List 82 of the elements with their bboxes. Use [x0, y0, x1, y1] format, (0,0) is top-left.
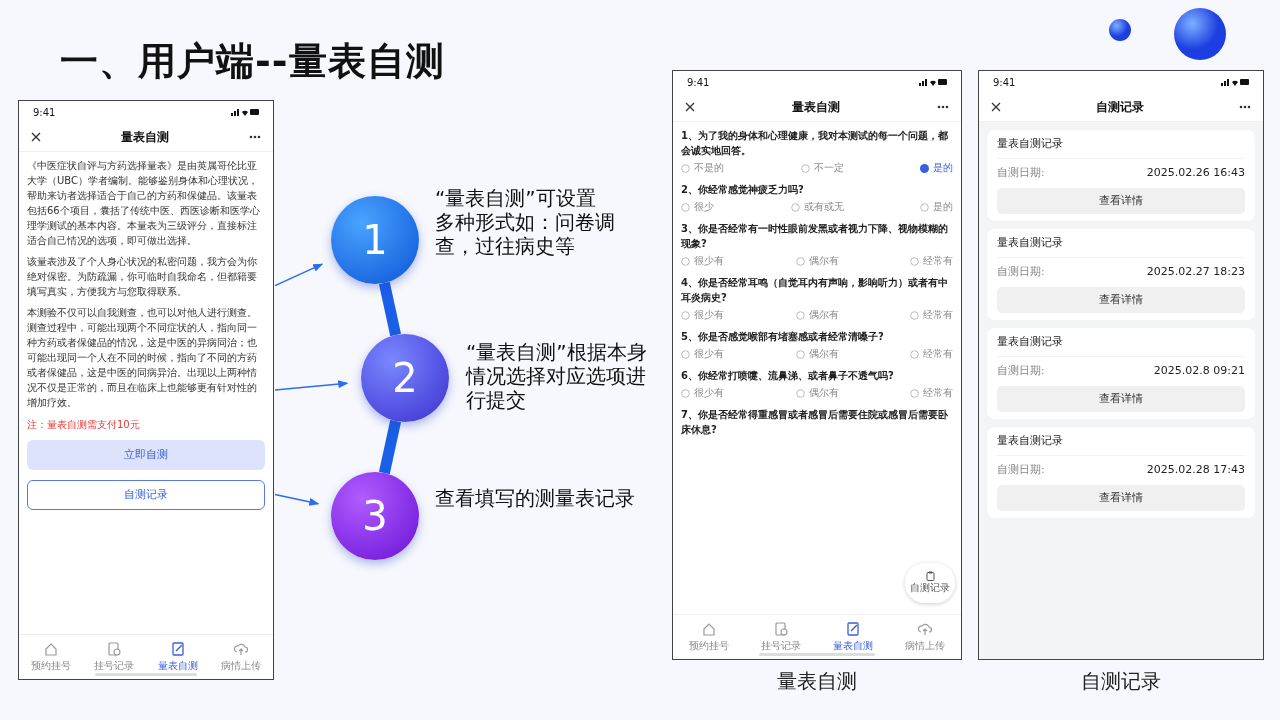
step-description: “量表自测”根据本身情况选择对应选项进行提交: [466, 340, 648, 412]
screen-title: 自测记录: [1096, 98, 1144, 116]
arrow: [274, 263, 324, 287]
step-description: “量表自测”可设置多种形式如：问卷调查，过往病史等: [435, 186, 615, 258]
tab-label: 预约挂号: [30, 659, 71, 673]
radio-option: 经常有: [910, 386, 953, 400]
view-details-button: 查看详情: [997, 485, 1245, 511]
card-title: 量表自测记录: [997, 434, 1245, 456]
view-details-button: 查看详情: [997, 188, 1245, 214]
date-value: 2025.02.26 16:43: [1146, 166, 1245, 180]
phone-screenshot: [18, 100, 274, 680]
radio-option: 经常有: [910, 308, 953, 322]
screen-caption: 自测记录: [1080, 668, 1162, 695]
slide-title: 一、用户端--量表自测: [60, 38, 445, 85]
start-test-button: 立即自测: [27, 440, 265, 470]
question-text: 5、你是否感觉喉部有堵塞感或者经常清嗓子?: [681, 330, 885, 344]
radio-option: 经常有: [910, 254, 953, 268]
question-text: 4、你是否经常耳鸣（自觉耳内有声响，影响听力）或者有中耳炎病史?: [681, 276, 949, 305]
tab-label: 挂号记录: [94, 659, 135, 673]
radio-option: 很少有: [681, 347, 724, 361]
radio-option: 不是的: [681, 161, 724, 175]
step-circle: [331, 472, 419, 560]
screen-title: 量表自测: [121, 128, 169, 146]
date-value: 2025.02.8 09:21: [1153, 364, 1245, 378]
note-text: 注：量表自测需支付10元: [27, 418, 141, 432]
question-text: 6、你经常打喷嚏、流鼻涕、或者鼻子不透气吗?: [681, 369, 895, 383]
floating-records-button: 自测记录: [905, 563, 955, 603]
question-text: 2、你经常感觉神疲乏力吗?: [681, 183, 805, 197]
tab-label: 病情上传: [221, 659, 262, 673]
view-details-button: 查看详情: [997, 287, 1245, 313]
arrow: [274, 380, 349, 391]
status-time: 9:41: [993, 76, 1016, 88]
question-text: 1、为了我的身体和心理健康，我对本测试的每一个问题，都会诚实地回答。: [681, 129, 949, 158]
date-label: 自测日期:: [997, 166, 1045, 180]
step-circle: [331, 196, 419, 284]
view-details-button: 查看详情: [997, 386, 1245, 412]
step-description: 查看填写的测量表记录: [435, 486, 635, 510]
step-circle: [361, 334, 449, 422]
card-title: 量表自测记录: [997, 137, 1245, 159]
card-title: 量表自测记录: [997, 236, 1245, 258]
screen-caption: 量表自测: [776, 668, 858, 695]
tab-label: 量表自测: [833, 639, 873, 653]
tab-label: 挂号记录: [761, 639, 801, 653]
radio-option: 或有或无: [790, 200, 844, 214]
radio-option: 很少: [681, 200, 714, 214]
question-text: 7、你是否经常得重感冒或者感冒后需要住院或感冒后需要卧床休息?: [681, 408, 949, 437]
screen-title: 量表自测: [792, 98, 840, 116]
radio-option: 偶尔有: [795, 254, 839, 268]
step-number: 1: [362, 217, 388, 263]
card-title: 量表自测记录: [997, 335, 1245, 357]
paragraph: 本测验不仅可以自我测查，也可以对他人进行测查。测查过程中，可能出现两个不同症状的人，指向同一种方药或者保健品的情况，这是中医的异病同治；也可能出现同一个人在不同的时候，指向了不同的方药或者保健品，这是中医的同病异治。出现以上两种情况不仅是正常的，而且在临床上也能够更有针对性的增加疗效。: [27, 306, 258, 410]
step-number: 3: [362, 493, 388, 539]
connector-bar: [378, 281, 402, 337]
radio-option: 很少有: [681, 308, 724, 322]
date-label: 自测日期:: [997, 463, 1045, 477]
radio-option: 不一定: [800, 161, 844, 175]
connector-bar: [378, 419, 402, 475]
radio-option: 偶尔有: [795, 347, 839, 361]
radio-option: 很少有: [681, 254, 724, 268]
status-time: 9:41: [687, 76, 710, 88]
question-text: 3、你是否经常有一时性眼前发黑或者视力下降、视物模糊的现象?: [681, 222, 949, 251]
tab-label: 病情上传: [905, 639, 945, 653]
status-time: 9:41: [33, 106, 56, 118]
tab-label: 预约挂号: [689, 639, 729, 653]
radio-option: 经常有: [910, 347, 953, 361]
step-number: 2: [392, 355, 418, 401]
records-button: 自测记录: [27, 480, 265, 510]
radio-option: 是的: [920, 161, 953, 175]
paragraph: 该量表涉及了个人身心状况的私密问题，我方会为你绝对保密。为防疏漏，你可临时自我命名，但都籍要填写真实，方便我方与您取得联系。: [27, 255, 258, 299]
phone-screenshot: [978, 70, 1264, 660]
tab-label: 量表自测: [157, 659, 198, 673]
date-label: 自测日期:: [997, 364, 1045, 378]
date-label: 自测日期:: [997, 265, 1045, 279]
radio-option: 偶尔有: [795, 308, 839, 322]
radio-option: 偶尔有: [795, 386, 839, 400]
phone-screenshot: [672, 70, 962, 660]
arrow: [274, 493, 320, 506]
radio-option: 很少有: [681, 386, 724, 400]
date-value: 2025.02.27 18:23: [1146, 265, 1245, 279]
paragraph: 《中医症状自评与方药选择量表》是由英属哥伦比亚大学（UBC）学者编制。能够鉴别身体和心理状况，帮助来访者选择适合于自己的方药和保健品。该量表包括66个项目，囊括了传统中医、西医诊断和医学心理学测试的基本内容。本量表为三级评分，直接标注适合自己情况的选项，即可做出选择。: [27, 159, 261, 248]
date-value: 2025.02.28 17:43: [1146, 463, 1245, 477]
radio-option: 是的: [920, 200, 953, 214]
